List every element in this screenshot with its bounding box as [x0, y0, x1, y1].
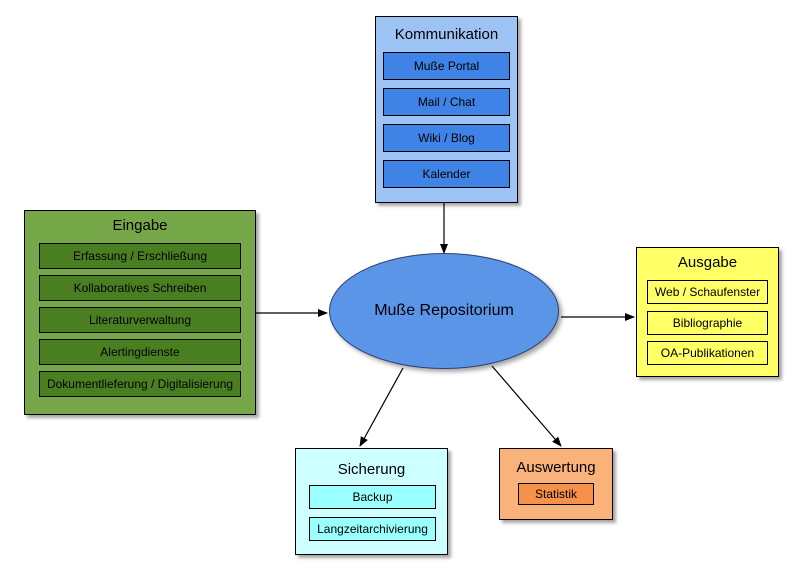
ausgabe-item-web-schaufenster: Web / Schaufenster — [647, 280, 768, 304]
ausgabe-panel: Ausgabe Web / Schaufenster Bibliographie… — [636, 247, 779, 377]
auswertung-title: Auswertung — [516, 459, 596, 476]
arrow-hub-sicherung — [359, 367, 404, 447]
sicherung-panel: Sicherung Backup Langzeitarchivierung — [295, 448, 448, 555]
eingabe-item-literaturverwaltung: Literaturverwaltung — [39, 307, 241, 333]
kommunikation-panel: Kommunikation Muße Portal Mail / Chat Wi… — [375, 16, 518, 203]
kommunikation-item-kalender: Kalender — [383, 160, 510, 188]
sicherung-item-langzeitarchivierung: Langzeitarchivierung — [309, 517, 436, 541]
eingabe-item-erfassung: Erfassung / Erschließung — [39, 243, 241, 269]
eingabe-item-dokumentlieferung: Dokumentlieferung / Digitalisierung — [39, 371, 241, 397]
sicherung-title: Sicherung — [337, 461, 406, 478]
kommunikation-item-wiki-blog: Wiki / Blog — [383, 124, 510, 152]
eingabe-panel: Eingabe Erfassung / Erschließung Kollabo… — [24, 210, 256, 415]
repository-hub: Muße Repositorium — [329, 253, 559, 369]
auswertung-panel: Auswertung Statistik — [499, 448, 613, 520]
kommunikation-title: Kommunikation — [394, 26, 499, 43]
kommunikation-item-mail-chat: Mail / Chat — [383, 88, 510, 116]
ausgabe-item-oa-publikationen: OA-Publikationen — [647, 341, 768, 365]
ausgabe-item-bibliographie: Bibliographie — [647, 311, 768, 335]
sicherung-item-backup: Backup — [309, 485, 436, 509]
arrow-hub-auswertung — [491, 365, 562, 447]
eingabe-item-kollaboratives-schreiben: Kollaboratives Schreiben — [39, 275, 241, 301]
eingabe-title: Eingabe — [112, 217, 168, 234]
eingabe-item-alertingdienste: Alertingdienste — [39, 339, 241, 365]
ausgabe-title: Ausgabe — [677, 254, 738, 271]
auswertung-item-statistik: Statistik — [518, 483, 594, 505]
kommunikation-item-portal: Muße Portal — [383, 52, 510, 80]
